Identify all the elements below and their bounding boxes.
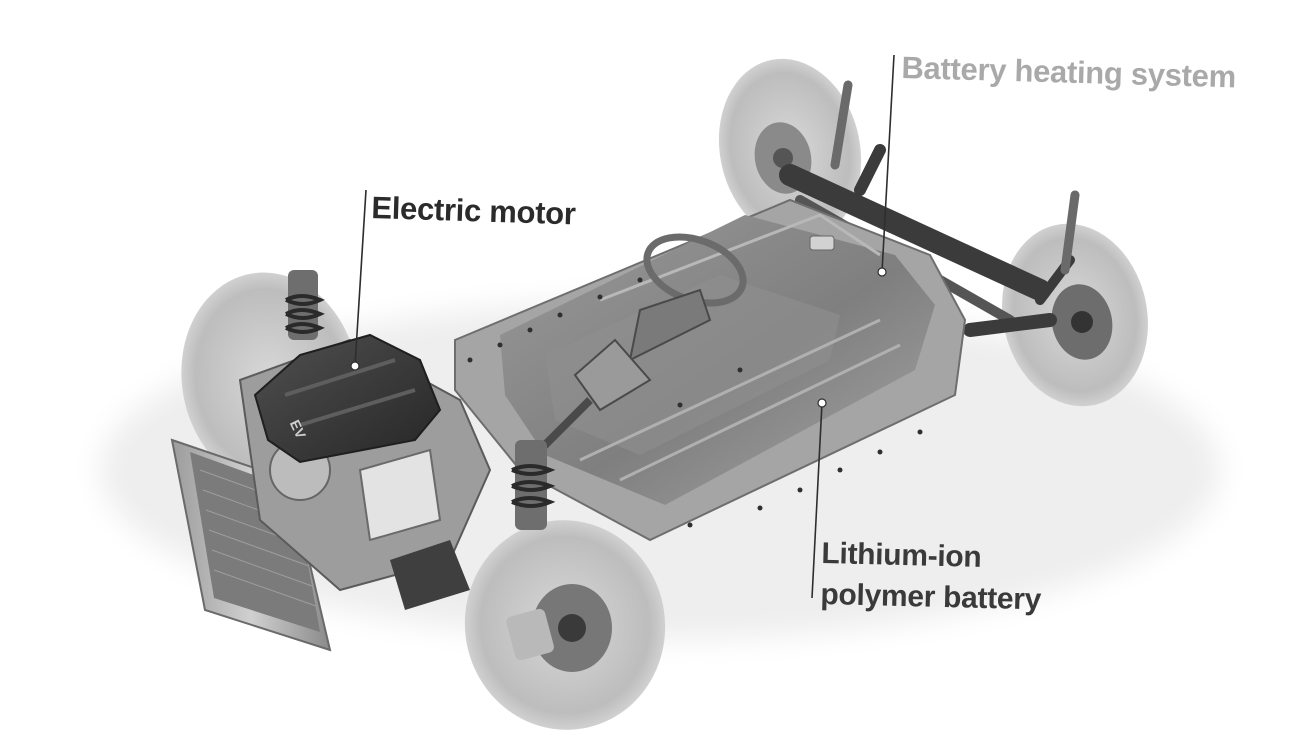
callout-dot-battery <box>817 398 827 408</box>
leader-line-electric-motor <box>354 189 367 367</box>
motor-cover: EV <box>253 333 442 464</box>
front-right-wheel <box>464 520 666 730</box>
callout-dot-electric-motor <box>350 361 360 371</box>
front-left-strut <box>285 270 325 340</box>
battery-label-line2: polymer battery <box>820 577 1042 617</box>
battery-label-line1: Lithium-ion <box>821 536 982 574</box>
battery-label: Lithium-ion polymer battery <box>820 533 1043 620</box>
motor-cover-badge: EV <box>287 417 310 441</box>
callout-dot-battery-heating <box>877 267 887 277</box>
rear-right-wheel <box>1002 223 1148 407</box>
battery-pack <box>454 198 967 542</box>
leader-line-battery-heating <box>881 54 895 273</box>
leader-line-battery <box>811 402 823 599</box>
callout-dots <box>350 267 887 408</box>
electric-motor-label: Electric motor <box>370 190 577 232</box>
leader-lines <box>354 54 895 599</box>
front-right-strut <box>511 440 556 530</box>
